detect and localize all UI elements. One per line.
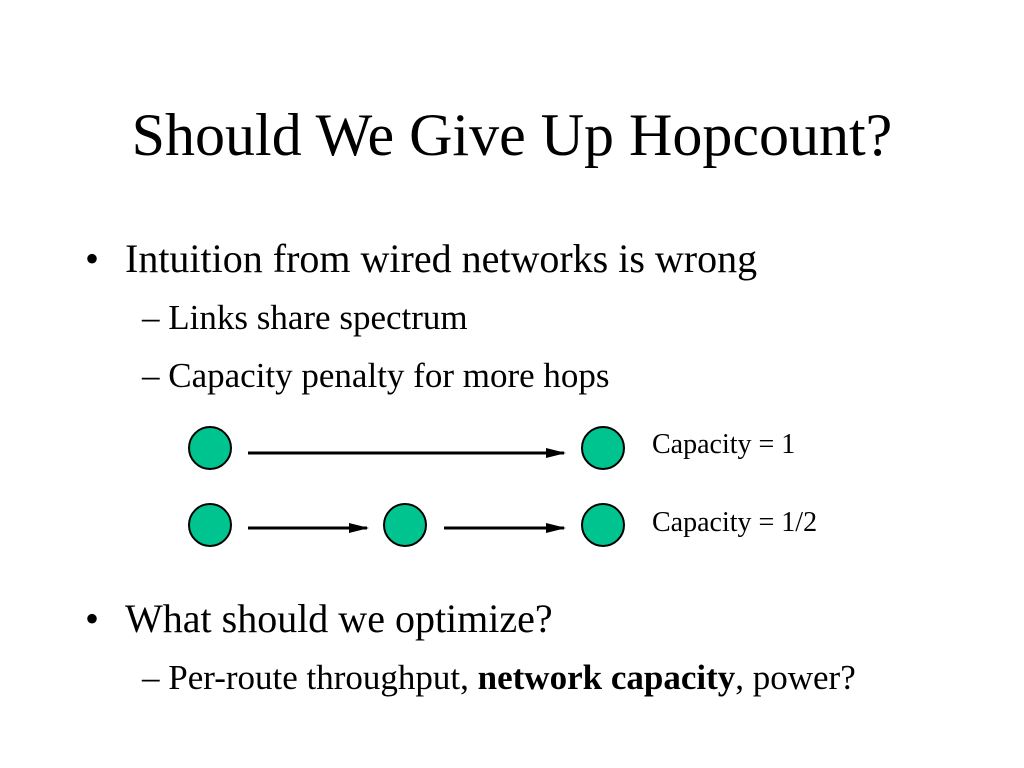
capacity-label-2: Capacity = 1/2 bbox=[652, 507, 818, 538]
bullet-1-sub-2: – Capacity penalty for more hops bbox=[142, 356, 610, 395]
bullet-1: • Intuition from wired networks is wrong bbox=[85, 236, 757, 282]
bullet-1-text: Intuition from wired networks is wrong bbox=[125, 236, 758, 281]
node-relay-2 bbox=[383, 503, 427, 547]
bullet-marker: • bbox=[85, 596, 100, 641]
bullet-2-sub-before: – Per-route throughput, bbox=[142, 658, 478, 697]
bullet-2-text: What should we optimize? bbox=[125, 596, 553, 641]
bullet-2: • What should we optimize? bbox=[85, 596, 553, 642]
capacity-label-1: Capacity = 1 bbox=[652, 429, 796, 460]
bullet-2-sub-bold: network capacity bbox=[477, 658, 736, 697]
slide-title: Should We Give Up Hopcount? bbox=[131, 102, 893, 168]
node-dest-2 bbox=[581, 503, 625, 547]
node-dest-1 bbox=[581, 426, 625, 470]
node-source-2 bbox=[188, 503, 232, 547]
bullet-1-sub-1: – Links share spectrum bbox=[142, 298, 468, 337]
node-source-1 bbox=[188, 426, 232, 470]
bullet-marker: • bbox=[85, 236, 100, 281]
bullet-2-sub-after: , power? bbox=[735, 658, 856, 697]
row-two-hops bbox=[188, 503, 625, 547]
row-one-hop bbox=[188, 426, 625, 470]
bullet-2-sub-1: – Per-route throughput, network capacity… bbox=[142, 658, 856, 698]
